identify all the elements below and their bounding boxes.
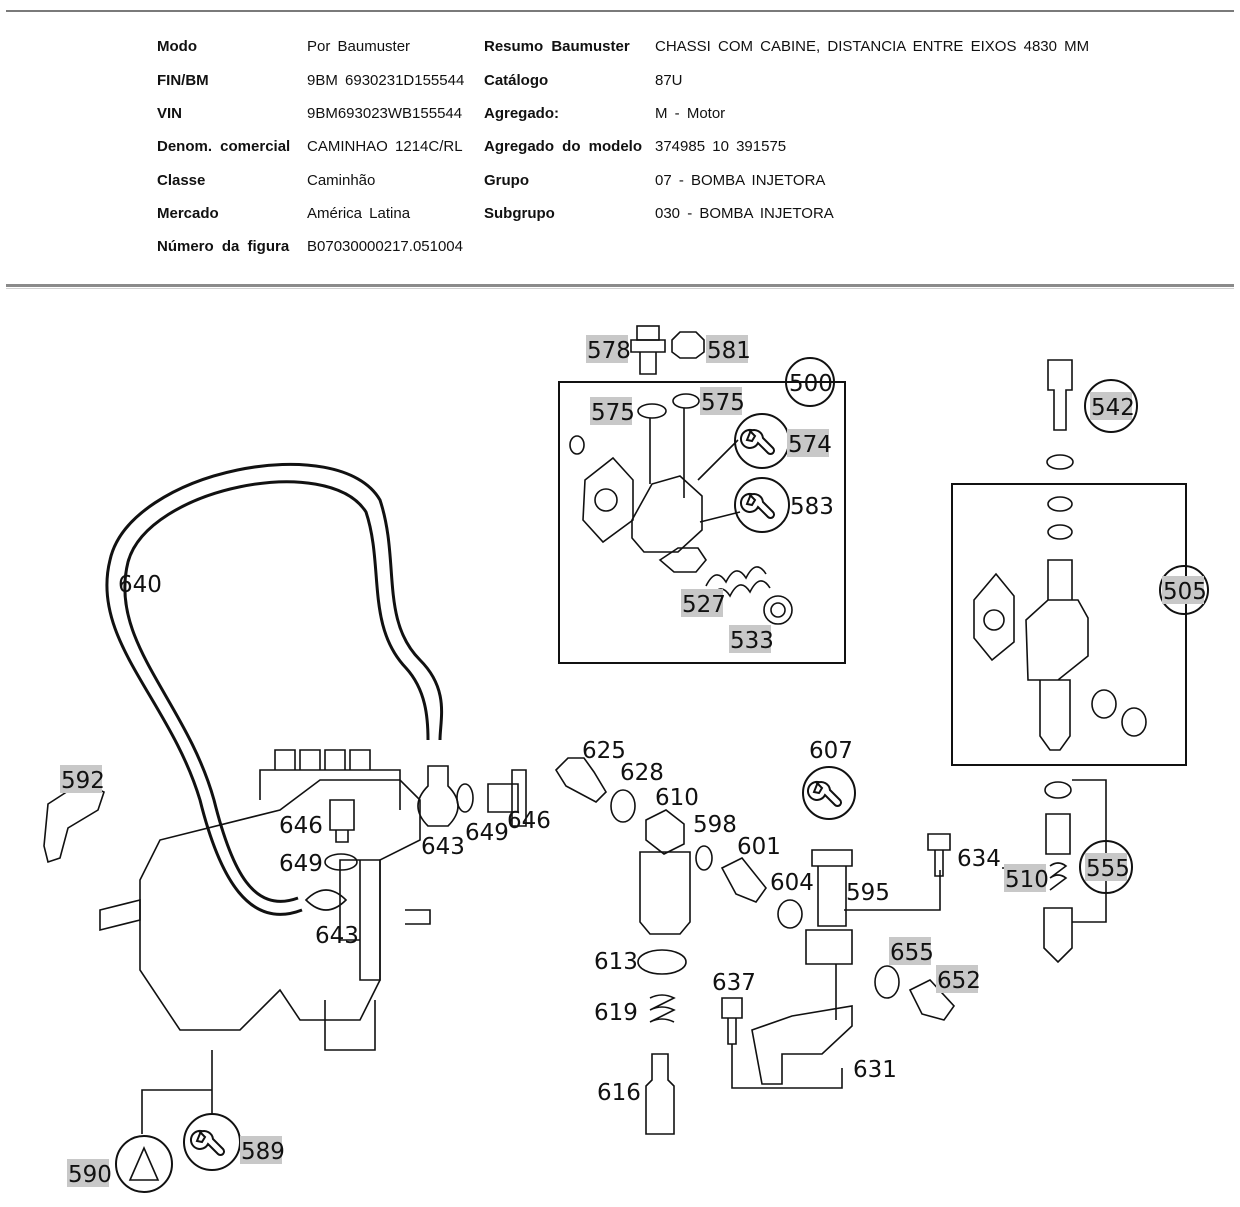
callout-505: 505 — [1163, 579, 1207, 605]
top-divider — [6, 10, 1234, 12]
wrench-icon — [739, 428, 776, 456]
value-resumo-baumuster: CHASSI COM CABINE, DISTANCIA ENTRE EIXOS… — [655, 38, 1090, 55]
label-denom-comercial: Denom. comercial — [157, 138, 291, 155]
label-agregado-modelo: Agregado do modelo — [484, 138, 642, 155]
callout-555: 555 — [1086, 856, 1130, 882]
filter-pump-drawing — [554, 757, 1042, 1135]
assembly-circle-500 — [785, 357, 835, 407]
callout-607: 607 — [809, 738, 853, 764]
value-modo: Por Baumuster — [307, 38, 411, 55]
value-classe: Caminhão — [307, 172, 376, 189]
label-mercado: Mercado — [157, 205, 219, 222]
callout-649: 649 — [465, 820, 509, 846]
wrench-icon — [806, 780, 843, 808]
torque-symbol-583 — [734, 477, 790, 533]
assembly-frame-500 — [558, 381, 846, 664]
torque-symbol-589 — [183, 1113, 241, 1171]
callout-601: 601 — [737, 834, 781, 860]
pump-505-drawing — [973, 359, 1147, 964]
callout-643: 643 — [421, 834, 465, 860]
callout-634: 634 — [957, 846, 1001, 872]
label-vin: VIN — [157, 105, 183, 122]
value-agregado: M - Motor — [655, 105, 726, 122]
callout-604: 604 — [770, 870, 814, 896]
callout-637: 637 — [712, 970, 756, 996]
callout-578: 578 — [587, 338, 631, 364]
callout-628: 628 — [620, 760, 664, 786]
wrench-icon — [739, 492, 776, 520]
plug-581-drawing — [671, 331, 705, 359]
torque-symbol-574 — [734, 413, 790, 469]
callout-616: 616 — [597, 1080, 641, 1106]
label-catalogo: Catálogo — [484, 72, 549, 89]
plug-578-drawing — [630, 325, 666, 375]
callout-652: 652 — [937, 968, 981, 994]
label-modo: Modo — [157, 38, 197, 55]
value-agregado-modelo: 374985 10 391575 — [655, 138, 787, 155]
callout-598: 598 — [693, 812, 737, 838]
callout-500: 500 — [789, 371, 833, 397]
callout-649: 649 — [279, 851, 323, 877]
callout-643: 643 — [315, 923, 359, 949]
label-numero-figura: Número da figura — [157, 238, 290, 255]
torque-symbol-607 — [802, 766, 856, 820]
value-catalogo: 87U — [655, 72, 683, 89]
callout-583: 583 — [790, 494, 834, 520]
callout-575: 575 — [591, 400, 635, 426]
callout-527: 527 — [682, 592, 726, 618]
callout-631: 631 — [853, 1057, 897, 1083]
callout-646: 646 — [507, 808, 551, 834]
assembly-circle-555 — [1079, 840, 1133, 894]
callout-613: 613 — [594, 949, 638, 975]
callout-595: 595 — [846, 880, 890, 906]
section-divider — [6, 284, 1234, 289]
callout-592: 592 — [61, 768, 105, 794]
injection-pump-drawing — [99, 749, 431, 1134]
callout-640: 640 — [118, 572, 162, 598]
callout-589: 589 — [241, 1139, 285, 1165]
label-agregado: Agregado: — [484, 105, 559, 122]
callout-533: 533 — [730, 628, 774, 654]
callout-619: 619 — [594, 1000, 638, 1026]
callout-575: 575 — [701, 390, 745, 416]
label-subgrupo: Subgrupo — [484, 205, 555, 222]
label-resumo-baumuster: Resumo Baumuster — [484, 38, 630, 55]
fuel-line-640 — [105, 462, 444, 916]
assembly-circle-590 — [115, 1135, 173, 1193]
callout-610: 610 — [655, 785, 699, 811]
value-mercado: América Latina — [307, 205, 411, 222]
callout-574: 574 — [788, 432, 832, 458]
callout-542: 542 — [1091, 395, 1135, 421]
callout-581: 581 — [707, 338, 751, 364]
bracket-592-drawing — [43, 781, 105, 864]
value-vin: 9BM693023WB155544 — [307, 105, 463, 122]
value-numero-figura: B07030000217.051004 — [307, 238, 463, 255]
callout-655: 655 — [890, 940, 934, 966]
callout-590: 590 — [68, 1162, 112, 1188]
assembly-circle-542 — [1084, 379, 1138, 433]
assembly-circle-505 — [1159, 565, 1209, 615]
label-grupo: Grupo — [484, 172, 529, 189]
value-subgrupo: 030 - BOMBA INJETORA — [655, 205, 834, 222]
exploded-parts-diagram: 578 581 500 575 575 574 583 527 533 542 … — [43, 325, 1209, 1193]
banjo-fitting-drawing — [304, 765, 527, 911]
callout-510: 510 — [1005, 867, 1049, 893]
gear-socket-icon — [128, 1146, 160, 1181]
value-denom-comercial: CAMINHAO 1214C/RL — [307, 138, 463, 155]
label-fin-bm: FIN/BM — [157, 72, 209, 89]
label-classe: Classe — [157, 172, 206, 189]
callout-625: 625 — [582, 738, 626, 764]
value-grupo: 07 - BOMBA INJETORA — [655, 172, 826, 189]
value-fin-bm: 9BM 6930231D155544 — [307, 72, 465, 89]
assembly-frame-505 — [951, 483, 1187, 766]
wrench-icon — [189, 1129, 226, 1157]
callout-646: 646 — [279, 813, 323, 839]
